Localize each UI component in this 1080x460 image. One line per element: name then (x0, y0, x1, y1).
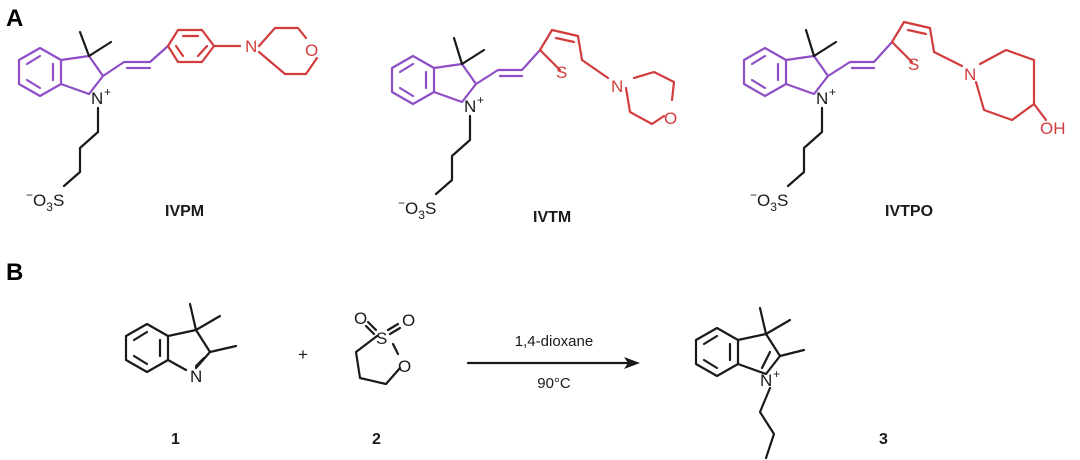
compound-ivtpo: N + S N OH −O3S IVTPO (742, 20, 1066, 220)
vinyl-linker (474, 48, 542, 86)
compound-label-ivtpo: IVTPO (885, 203, 933, 220)
compound-label-2: 2 (372, 431, 381, 448)
panel-label-b: B (6, 259, 23, 286)
atom-o-sultone-1: O (354, 309, 367, 328)
sulfonate-o: O (33, 191, 46, 210)
atom-o-ring: O (398, 357, 411, 376)
sulfonate-o: O (405, 199, 418, 218)
compound-label-ivtm: IVTM (533, 209, 571, 226)
atom-n-reactant1: N (190, 367, 202, 386)
sulfonate-sub: 3 (46, 200, 53, 214)
hydroxyl-group: OH (1040, 119, 1066, 138)
sulfonate-neg: − (398, 196, 405, 210)
compound-label-ivpm: IVPM (165, 203, 204, 220)
sulfonate-s: S (777, 191, 788, 210)
sulfonate-s: S (53, 191, 64, 210)
morpholine-ring (624, 70, 676, 126)
sulfonate-neg: − (26, 188, 33, 202)
atom-s-thiophene: S (556, 63, 567, 82)
thiophene-donor (538, 28, 610, 80)
sulfonate-neg: − (750, 188, 757, 202)
sulfonate-group: −O3S (750, 188, 788, 214)
atom-n: N (816, 89, 828, 108)
atom-n-piperidine: N (964, 65, 976, 84)
sulfonate-group: −O3S (398, 196, 436, 222)
atom-n-charge: + (104, 85, 111, 99)
piperidinol-ring (974, 48, 1048, 122)
compound-label-1: 1 (171, 431, 180, 448)
indolium-core (390, 36, 486, 106)
atom-n-morpholine: N (611, 77, 623, 96)
reaction-solvent: 1,4-dioxane (515, 333, 593, 350)
plus-sign: + (298, 345, 308, 364)
atom-n-charge-product: + (773, 367, 780, 381)
product-3-indolium-sulfonate (694, 306, 806, 460)
atom-s-thiophene: S (908, 55, 919, 74)
panel-label-a: A (6, 5, 23, 32)
atom-o-sultone-2: O (402, 311, 415, 330)
atom-n: N (91, 89, 103, 108)
sulfonate-s: S (425, 199, 436, 218)
atom-n-product: N (760, 371, 772, 390)
vinyl-linker (826, 40, 894, 78)
compound-label-3: 3 (879, 431, 888, 448)
atom-n-charge: + (477, 93, 484, 107)
sulfonate-o: O (757, 191, 770, 210)
atom-o-morpholine: O (664, 109, 677, 128)
propyl-sulfonate-chain (62, 106, 100, 188)
sulfonate-group: −O3S (26, 188, 64, 214)
reaction-arrow (466, 357, 640, 369)
reactant-1-trimethylindolenine (124, 302, 238, 374)
atom-n-morpholine: N (245, 37, 257, 56)
atom-n-charge: + (829, 85, 836, 99)
atom-o-morpholine: O (305, 41, 318, 60)
compound-ivtm: N + S N O −O3S IVTM (390, 28, 677, 226)
vinyl-linker (101, 44, 170, 78)
propyl-sulfonate-chain (434, 114, 472, 196)
morpholine-ring (257, 26, 319, 76)
indolium-core (742, 28, 838, 98)
thiophene-donor (890, 20, 964, 68)
compound-ivpm: N + N O −O3S IVPM (17, 26, 319, 220)
phenyl-donor (166, 28, 242, 64)
reactant-2-propanesultone (354, 320, 402, 386)
atom-n: N (464, 97, 476, 116)
reaction-temperature: 90°C (537, 375, 571, 392)
propyl-sulfonate-chain (786, 106, 824, 188)
atom-s-sultone: S (376, 329, 387, 348)
sulfonate-sub: 3 (418, 208, 425, 222)
indolium-core (17, 30, 113, 98)
sulfonate-sub: 3 (770, 200, 777, 214)
